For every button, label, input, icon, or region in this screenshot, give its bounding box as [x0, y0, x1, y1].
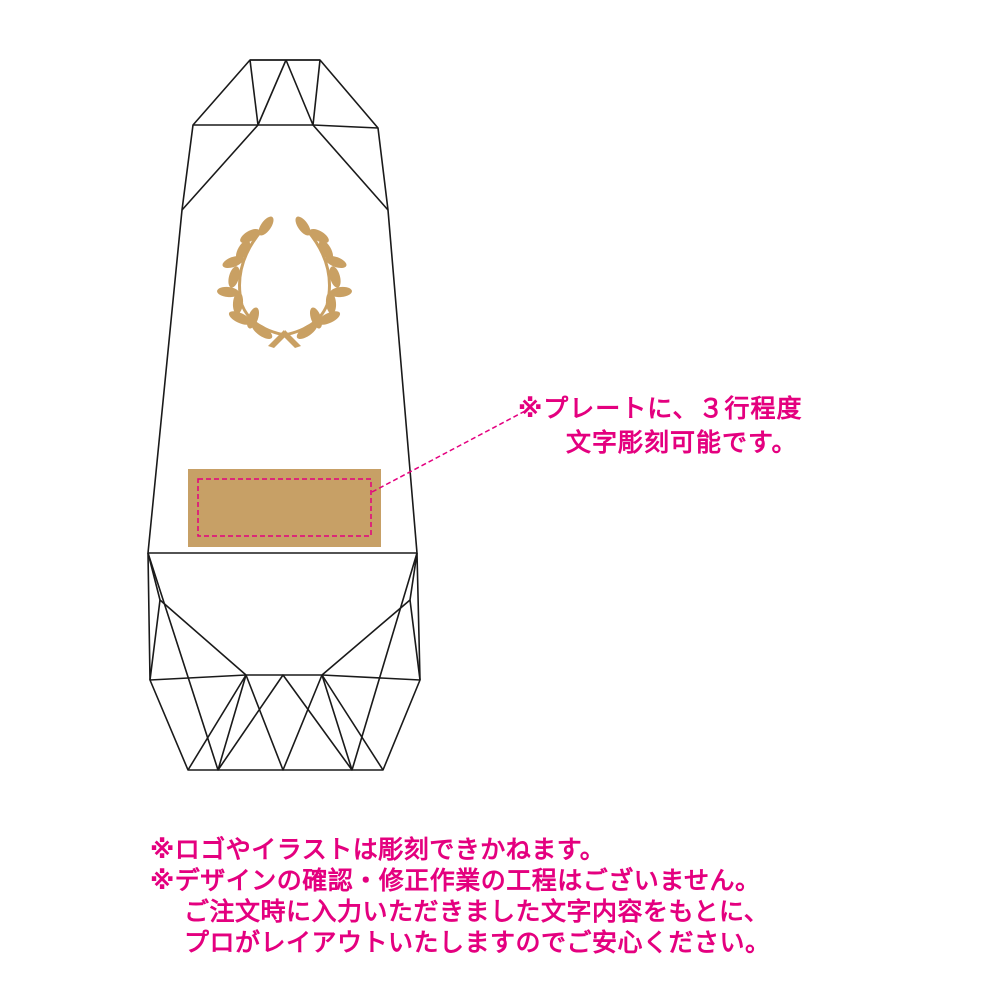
- bottom-facet: [147, 552, 418, 676]
- bottom-facet: [409, 599, 421, 681]
- top-facet: [249, 59, 259, 126]
- bottom-facet: [187, 674, 247, 771]
- bottom-facet: [351, 552, 418, 771]
- bottom-facet: [245, 674, 323, 771]
- top-facet: [257, 59, 314, 126]
- top-facet: [312, 124, 389, 211]
- top-facet: [312, 59, 321, 126]
- callout-line-1: ※プレートに、３行程度: [518, 394, 803, 423]
- note-layout-2: プロがレイアウトいたしますのでご安心ください。: [184, 928, 771, 957]
- top-facet: [181, 124, 259, 211]
- bottom-facet: [149, 599, 161, 681]
- bottom-facet: [217, 674, 353, 771]
- trophy-outline: [147, 59, 421, 771]
- callout-leader-line: [371, 409, 528, 493]
- engraving-plate: [188, 469, 381, 547]
- bottom-facet: [321, 674, 384, 771]
- note-layout-1: ご注文時に入力いただきました文字内容をもとに、: [184, 897, 770, 926]
- trophy-silhouette: [147, 59, 421, 771]
- engraving-area-dashed: [197, 478, 372, 537]
- bottom-facet: [147, 552, 219, 771]
- callout-line-2: 文字彫刻可能です。: [566, 428, 798, 457]
- notes-block: ※ロゴやイラストは彫刻できかねます。 ※デザインの確認・修正作業の工程はございま…: [150, 834, 890, 958]
- engraving-callout: ※プレートに、３行程度 文字彫刻可能です。: [518, 392, 878, 460]
- laurel-wreath-icon: [217, 216, 352, 348]
- note-logo: ※ロゴやイラストは彫刻できかねます。: [150, 835, 606, 864]
- note-design-check: ※デザインの確認・修正作業の工程はございません。: [150, 866, 761, 895]
- top-facet: [312, 124, 379, 129]
- bottom-facet: [321, 674, 421, 681]
- bottom-facet: [149, 674, 247, 681]
